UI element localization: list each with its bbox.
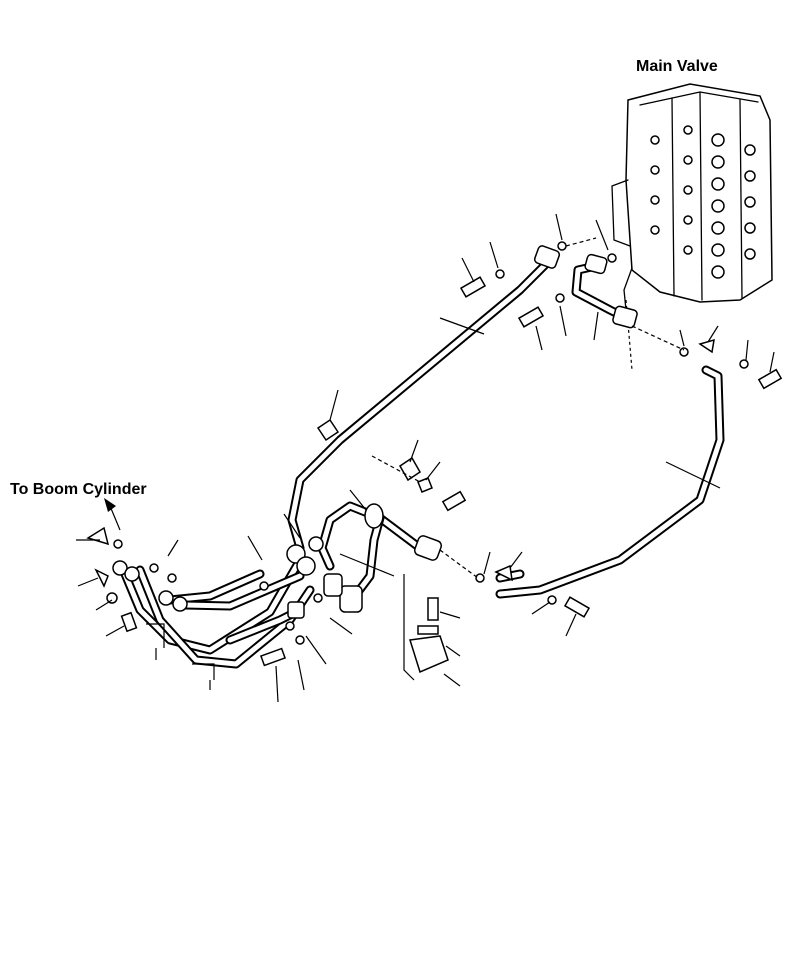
valve-spools [650,125,756,279]
leader-lines [76,213,775,703]
pipe-d [317,501,443,613]
pipe-b [571,253,638,329]
clamps-bolts [86,241,783,674]
main-valve-block [611,83,773,371]
main-valve-label: Main Valve [636,58,718,75]
hose-bundle [112,536,324,669]
boom-cylinder-label: To Boom Cylinder [10,481,147,498]
pipe-a [287,245,561,553]
pipe-c [495,365,725,599]
